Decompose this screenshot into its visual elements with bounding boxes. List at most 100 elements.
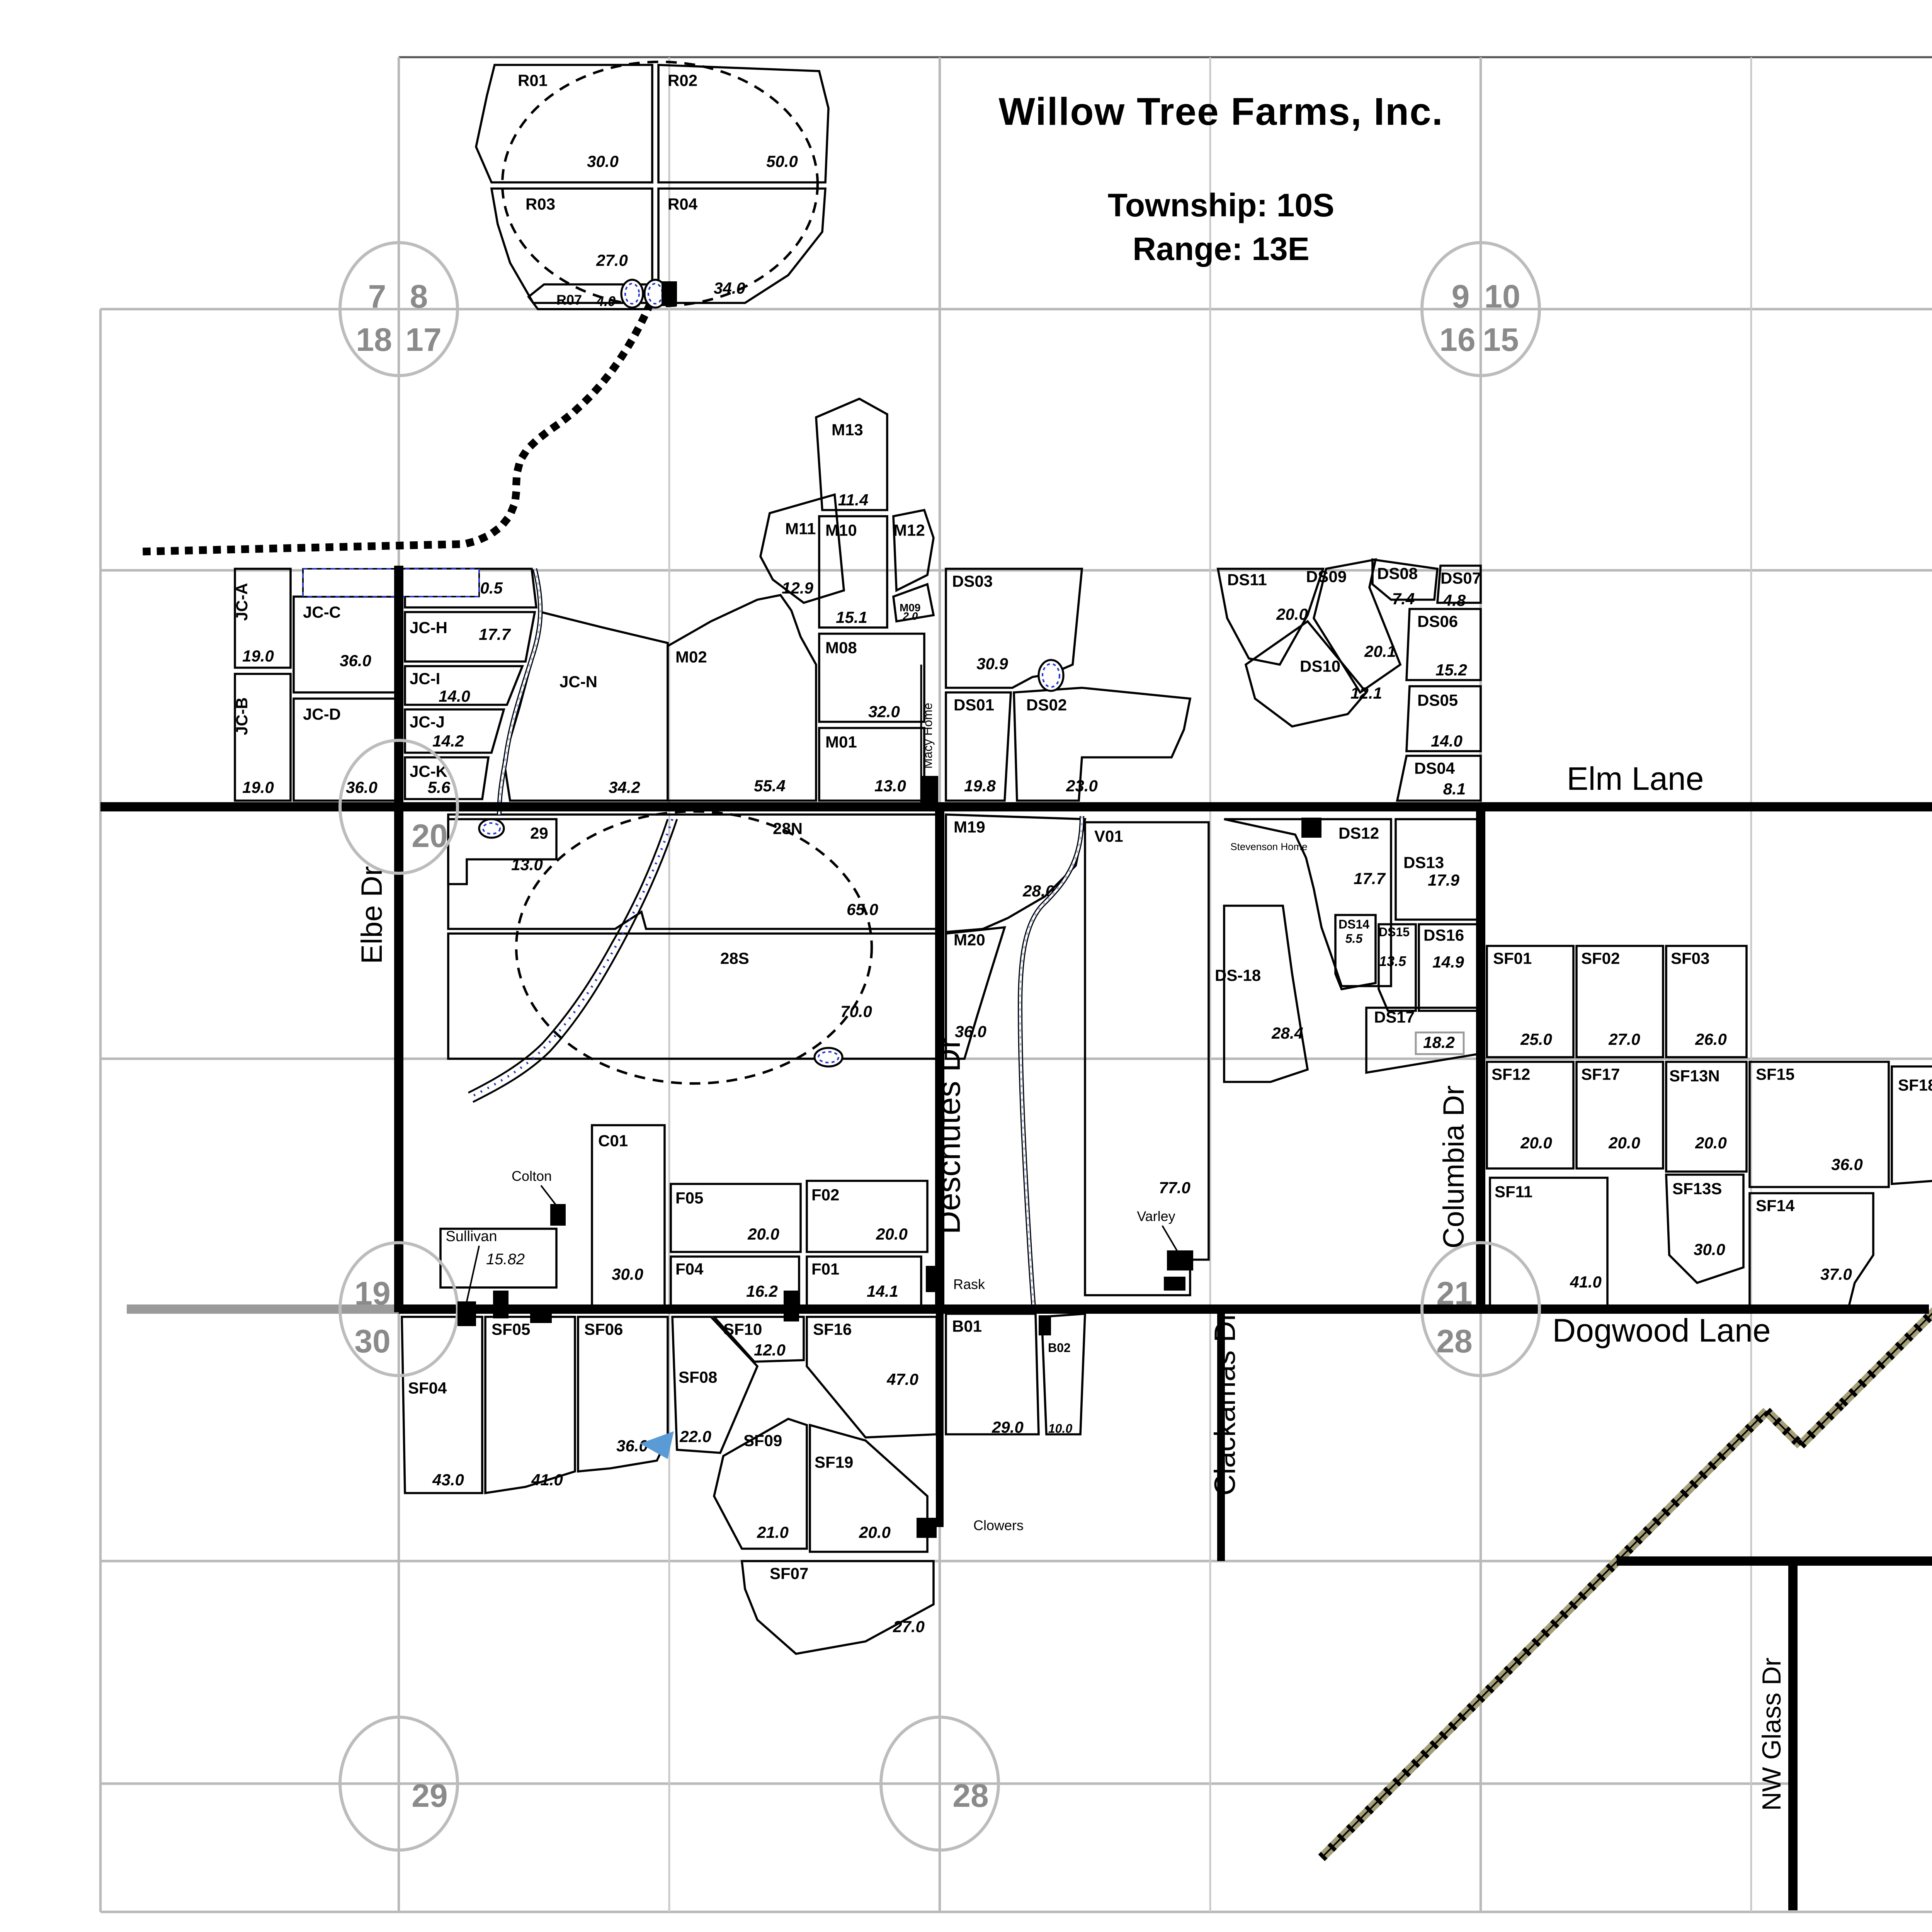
field-acreage-JC-K: 5.6 (428, 778, 451, 796)
field-acreage-SF14: 37.0 (1820, 1265, 1852, 1283)
field-acreage-SF03: 26.0 (1695, 1030, 1727, 1048)
field-SF08 (671, 1316, 759, 1454)
field-acreage-JC-J: 14.2 (432, 732, 464, 750)
field-label-B01: B01 (952, 1317, 982, 1335)
field-label-M09: M09 (900, 602, 920, 614)
field-acreage-DS15: 13.5 (1379, 953, 1406, 969)
field-acreage-DS07: 4.8 (1443, 591, 1466, 609)
field-acreage-SF11: 41.0 (1570, 1273, 1602, 1291)
field-SF13N (1665, 1061, 1748, 1173)
field-label-SF12: SF12 (1492, 1065, 1530, 1083)
field-acreage-SF17: 20.0 (1608, 1134, 1640, 1152)
field-label-JC-K: JC-K (410, 762, 447, 781)
field-label-V01: V01 (1094, 827, 1123, 845)
jc-stream (497, 568, 543, 815)
road-label-macy-home: Macy Home (921, 703, 935, 769)
field-acreage-SF16: 47.0 (886, 1370, 918, 1388)
field-acreage-R03: 27.0 (596, 251, 628, 269)
section-number-19: 19 (354, 1275, 390, 1311)
farm-name: Willow Tree Farms, Inc. (998, 90, 1444, 133)
field-acreage-R01: 30.0 (587, 152, 619, 170)
field-acreage-SF12: 20.0 (1520, 1134, 1552, 1152)
place-label-colton: Colton (512, 1168, 552, 1184)
field-acreage-SF19: 20.0 (859, 1523, 891, 1541)
field-JC-A (234, 568, 292, 669)
field-label-SF11: SF11 (1495, 1183, 1532, 1201)
field-SF13S (1665, 1173, 1745, 1284)
field-acreage-DS08: 7.4 (1392, 590, 1415, 608)
field-SF16 (806, 1316, 938, 1439)
field-DS07 (1436, 565, 1482, 604)
field-acreage-DS06: 15.2 (1435, 661, 1467, 679)
section-number-15: 15 (1483, 321, 1519, 358)
section-circle-0 (338, 241, 459, 377)
section-number-21: 21 (1436, 1275, 1472, 1311)
section-number-28: 28 (1436, 1323, 1472, 1359)
section-number-18: 18 (356, 321, 392, 358)
field-acreage-DS10: 12.1 (1350, 684, 1382, 702)
field-acreage-SF13N: 20.0 (1695, 1134, 1727, 1152)
building-6 (530, 1308, 552, 1323)
field-label-JC-D: JC-D (303, 705, 341, 723)
field-SF06 (577, 1316, 669, 1473)
field-label-C01: C01 (598, 1132, 628, 1150)
field-acreage-B02: 10.0 (1048, 1422, 1072, 1435)
field-label-R03: R03 (526, 195, 555, 213)
field-label-M20: M20 (954, 931, 985, 949)
field-DS02 (1013, 687, 1192, 802)
wetland-hatch-0 (302, 568, 480, 597)
field-label-JC-N: JC-N (560, 673, 597, 691)
building-9 (1167, 1250, 1193, 1270)
field-label-SF17: SF17 (1581, 1065, 1620, 1083)
field-label-DS09: DS09 (1306, 568, 1347, 586)
section-number-16: 16 (1439, 321, 1475, 358)
field-acreage-M02: 55.4 (754, 777, 786, 795)
field-DS11 (1216, 568, 1325, 666)
stream-corridor-1 (468, 819, 669, 1094)
field-SF04 (401, 1316, 483, 1494)
pond-water-4 (818, 1051, 839, 1063)
field-M08 (818, 633, 925, 723)
field-acreage-F05: 20.0 (747, 1225, 779, 1243)
railroad-base-3 (1839, 1307, 1932, 1407)
field-label-SF13S: SF13S (1672, 1180, 1722, 1198)
field-label-DS03: DS03 (952, 572, 993, 590)
field-label-DS05: DS05 (1417, 691, 1458, 709)
field-label-R04: R04 (668, 195, 698, 213)
field-DS15 (1378, 923, 1417, 1012)
field-acreage-M10: 15.1 (836, 608, 867, 626)
field-M20 (945, 926, 1006, 1060)
section-number-28: 28 (952, 1777, 988, 1814)
field-acreage-JC-D: 36.0 (346, 778, 378, 796)
field-JC-H (404, 611, 536, 663)
field-label-JC-A: JC-A (233, 583, 251, 621)
field-acreage-DS13: 17.9 (1428, 871, 1459, 889)
field-M09 (892, 583, 935, 623)
field-label-SF03: SF03 (1671, 949, 1709, 968)
field-label-SF09: SF09 (743, 1432, 782, 1450)
field-label-SF15: SF15 (1756, 1065, 1794, 1083)
building-8 (926, 1266, 943, 1292)
place-label-rask: Rask (953, 1276, 985, 1292)
wetland-0 (302, 568, 480, 597)
field-B02 (1041, 1312, 1086, 1435)
field-DS04 (1396, 755, 1482, 802)
field-acreage-M08: 32.0 (868, 702, 900, 721)
railroad-rail-2 (1800, 1403, 1843, 1446)
field-M12 (892, 509, 935, 592)
field-label-DS14: DS14 (1338, 917, 1369, 931)
section-number-17: 17 (405, 321, 441, 358)
section-number-29: 29 (412, 1777, 447, 1814)
field-DS01 (945, 691, 1012, 802)
field-label-JC-C: JC-C (303, 603, 341, 621)
field-acreage-C01: 30.0 (612, 1265, 643, 1283)
section-circle-1 (1420, 241, 1541, 377)
field-label-B02: B02 (1048, 1341, 1071, 1355)
field-label-M11: M11 (785, 520, 816, 538)
field-label-M13: M13 (832, 421, 863, 439)
field-acreage-JC-H: 17.7 (479, 625, 511, 643)
label-leader-1 (466, 1245, 480, 1302)
field-F02 (806, 1180, 929, 1253)
field-acreage-M11: 12.9 (782, 579, 813, 597)
